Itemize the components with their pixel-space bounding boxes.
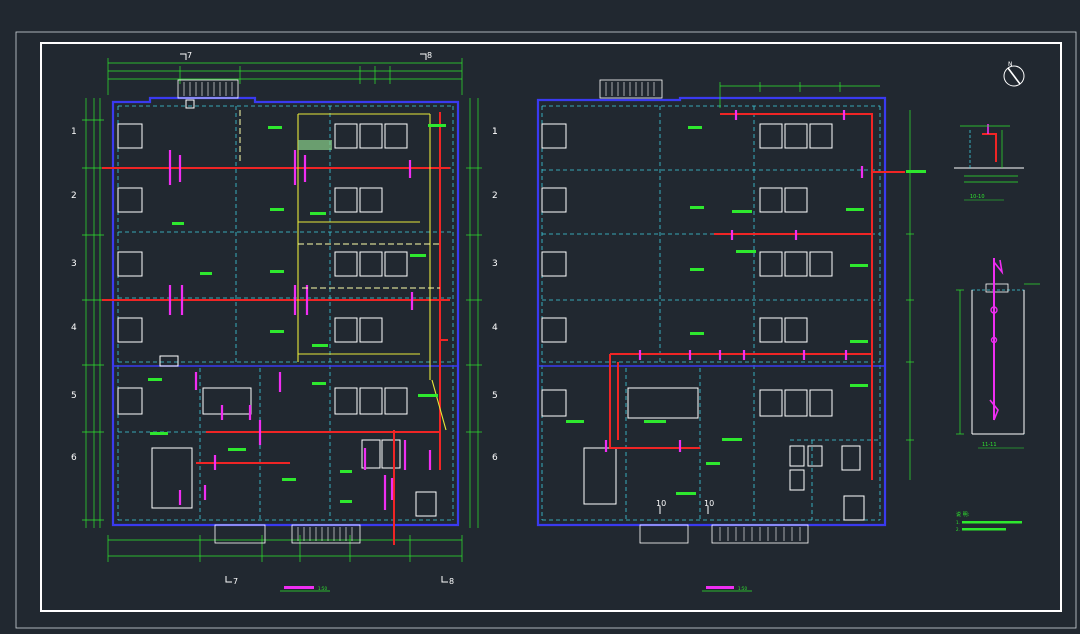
right-plan-section-marks: [659, 506, 709, 514]
left-plan-title-text: [284, 586, 314, 589]
left-axis-label-3: 3: [71, 259, 77, 269]
left-plan-right-axis-1: 1: [492, 127, 498, 137]
right-plan-outer-wall: [536, 96, 887, 527]
right-plan-magenta-fittings: [604, 110, 864, 452]
left-plan-yellow-dashed-pipes: [239, 110, 440, 289]
right-plan-axis-markers: 1: [492, 127, 498, 137]
left-plan-right-axis-5: 5: [492, 391, 498, 401]
right-plan-top-stair: [599, 79, 663, 99]
left-axis-label-4: 4: [71, 323, 77, 333]
detail-section-top: 10-10: [954, 124, 1024, 201]
left-plan-yellow-pipes: [297, 113, 447, 431]
right-plan-title-scale: 1:50: [738, 586, 747, 591]
compass-circle: [1003, 65, 1025, 87]
left-plan-axis-markers: 1 2 3 4 5 6: [71, 127, 77, 463]
detail-bottom-caption: 11-11: [982, 442, 997, 448]
section-mark-10-left: 10: [656, 499, 666, 508]
section-mark-top-7: 7: [187, 51, 192, 60]
section-mark-top-8: 8: [427, 51, 432, 60]
left-plan-right-axis-6: 6: [492, 453, 498, 463]
right-plan-top-dimensions: [719, 82, 880, 108]
left-plan-equipment: [117, 99, 437, 517]
right-plan-equipment: [541, 123, 865, 521]
left-plan-cell-grid: [117, 105, 454, 521]
notes-line-1: 1.: [956, 520, 960, 525]
left-plan-right-axis-4: 4: [492, 323, 498, 333]
left-plan: 1 2 3 4 5 6 1 2 3 4 5 6 7 8 7 8 1:50: [71, 51, 498, 592]
notes-line-2: 2.: [956, 527, 960, 532]
left-axis-label-1: 1: [71, 127, 77, 137]
left-plan-highlight-fixture: [298, 140, 332, 150]
section-mark-bottom-8: 8: [449, 577, 454, 586]
right-plan-red-pipes: [609, 113, 905, 480]
left-plan-red-pipes: [102, 112, 450, 545]
section-mark-10-right: 10: [704, 499, 714, 508]
left-plan-top-stair: [177, 79, 239, 99]
detail-section-bottom: 11-11: [956, 258, 1040, 449]
compass-label: N: [1008, 61, 1013, 68]
sheet-inner-frame: [40, 42, 1062, 612]
right-plan-right-dimensions: [906, 110, 914, 480]
right-plan-bottom-stair: [639, 524, 809, 544]
left-plan-right-axis-markers: 1 2 3 4 5 6: [492, 127, 498, 463]
right-plan: 1 10 10 1:50: [492, 79, 926, 592]
right-plan-title-text: [706, 586, 734, 589]
left-plan-right-dimensions: [466, 98, 482, 528]
right-plan-annotations: [566, 126, 926, 495]
left-plan-top-dimensions: [107, 58, 463, 95]
left-plan-bottom-stair: [214, 524, 361, 544]
section-mark-bottom-7: 7: [233, 577, 238, 586]
notes-block: 说 明: 1. 2.: [956, 511, 1022, 532]
left-plan-section-marks: [180, 53, 448, 583]
left-plan-right-axis-3: 3: [492, 259, 498, 269]
detail-top-caption: 10-10: [970, 194, 985, 200]
notes-heading: 说 明:: [956, 511, 970, 518]
left-plan-title-scale: 1:50: [318, 586, 327, 591]
sheet-outer-frame: [15, 31, 1077, 629]
right-plan-cell-grid: [541, 105, 881, 521]
left-plan-right-axis-2: 2: [492, 191, 498, 201]
right-axis-label-1: 1: [492, 127, 498, 137]
left-plan-bottom-dimensions: [107, 535, 463, 562]
north-arrow: N: [1003, 61, 1025, 87]
left-axis-label-2: 2: [71, 191, 77, 201]
left-plan-annotations: [148, 124, 446, 503]
left-axis-label-6: 6: [71, 453, 77, 463]
left-plan-left-dimensions: [82, 98, 104, 528]
left-plan-magenta-fittings: [168, 150, 432, 510]
left-axis-label-5: 5: [71, 391, 77, 401]
